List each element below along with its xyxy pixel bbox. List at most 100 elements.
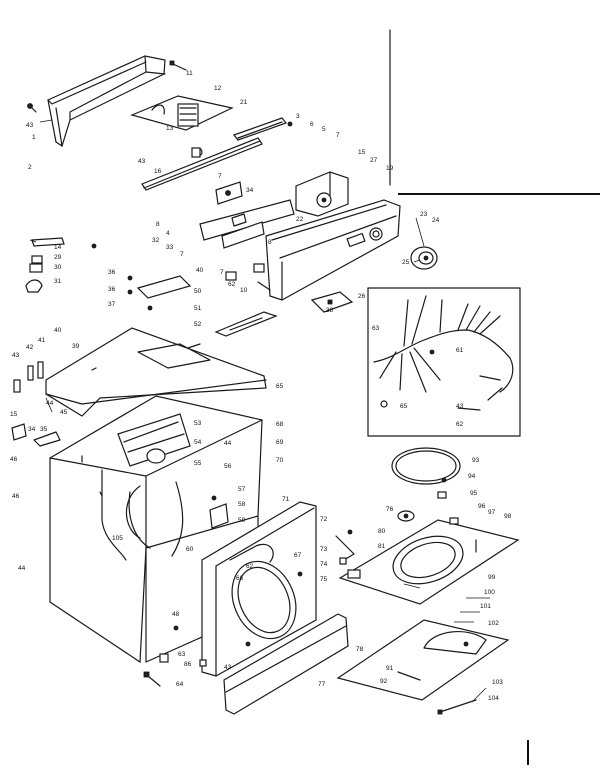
plate-15 [11, 423, 27, 441]
part-label-p7c: 7 [180, 251, 184, 258]
part-label-p65a: 65 [400, 403, 408, 410]
part-label-p15: 15 [358, 149, 366, 156]
part-label-p7d: 7 [220, 269, 224, 276]
part-label-p63b: 63 [178, 651, 186, 658]
part-label-p23: 23 [420, 211, 428, 218]
part-label-p77: 77 [318, 681, 326, 688]
part-label-p80: 80 [378, 528, 386, 535]
control-panel [265, 199, 401, 301]
part-label-p64: 64 [176, 681, 184, 688]
part-label-p43b: 43 [138, 158, 146, 165]
part-label-p34: 34 [246, 187, 254, 194]
part-label-p25: 25 [402, 259, 410, 266]
screw-11 [169, 60, 187, 71]
part-label-p33: 33 [166, 244, 174, 251]
part-label-p105: 105 [112, 535, 123, 542]
part-label-p15b: 15 [10, 411, 18, 418]
part-label-p97: 97 [488, 509, 496, 516]
part-label-p104: 104 [488, 695, 499, 702]
part-label-p12: 12 [214, 85, 222, 92]
latch-bar [214, 311, 278, 337]
part-label-p66: 66 [236, 575, 244, 582]
screw-64 [143, 671, 161, 687]
lever-14 [31, 237, 97, 249]
part-label-p19: 19 [386, 165, 394, 172]
bracket-34 [215, 181, 243, 205]
nut-76 [397, 510, 415, 522]
part-label-p65b: 65 [276, 383, 284, 390]
part-label-p24: 24 [432, 217, 440, 224]
part-label-p37: 37 [108, 301, 116, 308]
part-label-p7b: 7 [218, 173, 222, 180]
switch-plate [127, 275, 192, 311]
part-label-p10: 10 [240, 287, 248, 294]
screw-43-top [27, 103, 37, 113]
part-label-p40: 40 [196, 267, 204, 274]
part-label-p94: 94 [468, 473, 476, 480]
part-label-p36a: 36 [108, 269, 116, 276]
clip-31 [25, 279, 43, 293]
part-label-p63: 63 [372, 325, 380, 332]
part-label-p62c: 62 [246, 563, 254, 570]
part-label-p56: 56 [224, 463, 232, 470]
part-label-p3: 3 [296, 113, 300, 120]
lever-assembly [335, 529, 355, 565]
part-labels: 1112214312133657152719431673484323322232… [10, 70, 512, 702]
part-label-p34b: 34 [28, 426, 36, 433]
part-label-p21: 21 [240, 99, 248, 106]
part-label-p41: 41 [38, 337, 46, 344]
part-label-p26: 26 [358, 293, 366, 300]
fasteners-94-95 [437, 477, 447, 499]
part-label-p36b: 36 [108, 286, 116, 293]
part-label-p4: 4 [166, 230, 170, 237]
top-cover [45, 327, 267, 417]
drain-hose [125, 485, 141, 539]
part-label-p44b: 44 [224, 440, 232, 447]
part-label-p6: 6 [310, 121, 314, 128]
part-label-p60: 60 [186, 546, 194, 553]
part-label-p58: 58 [238, 501, 246, 508]
part-label-p93: 93 [472, 457, 480, 464]
part-label-p43e: 43 [224, 664, 232, 671]
part-label-p101: 101 [480, 603, 491, 610]
cabinet [49, 395, 263, 664]
part-label-p54: 54 [194, 439, 202, 446]
part-label-p31: 31 [54, 278, 62, 285]
part-label-p38: 38 [326, 307, 334, 314]
tub-plate-upper [338, 517, 520, 605]
rod-104 [437, 699, 477, 715]
part-label-p46a: 46 [10, 456, 18, 463]
leader-lines [29, 119, 487, 703]
part-label-p96: 96 [478, 503, 486, 510]
part-label-p103: 103 [492, 679, 503, 686]
front-panel [201, 501, 317, 677]
part-label-p43d: 43 [12, 352, 20, 359]
part-label-p22: 22 [296, 216, 304, 223]
part-label-p42: 42 [26, 344, 34, 351]
part-label-p7a: 7 [336, 132, 340, 139]
timer-housing [295, 171, 349, 217]
part-label-p50: 50 [194, 288, 202, 295]
part-label-p52: 52 [194, 321, 202, 328]
knob [410, 246, 438, 270]
part-label-p44c: 44 [18, 565, 26, 572]
part-label-p14: 14 [54, 244, 62, 251]
part-label-p16: 16 [154, 168, 162, 175]
wiring-harness-inset [367, 287, 521, 437]
part-label-p91: 91 [386, 665, 394, 672]
part-label-p59: 59 [238, 517, 246, 524]
tub-plate-lower [336, 619, 510, 701]
mounting-plate [130, 95, 234, 157]
hinge-rod [141, 137, 263, 191]
part-label-p74: 74 [320, 561, 328, 568]
part-label-p95: 95 [470, 490, 478, 497]
door-interlock [209, 495, 229, 529]
gasket-ring [391, 447, 461, 485]
part-label-p67: 67 [294, 552, 302, 559]
part-label-p81: 81 [378, 543, 386, 550]
part-label-p62b: 62 [456, 421, 464, 428]
part-label-p71: 71 [282, 496, 290, 503]
part-label-p45: 45 [60, 409, 68, 416]
part-label-p55: 55 [194, 460, 202, 467]
